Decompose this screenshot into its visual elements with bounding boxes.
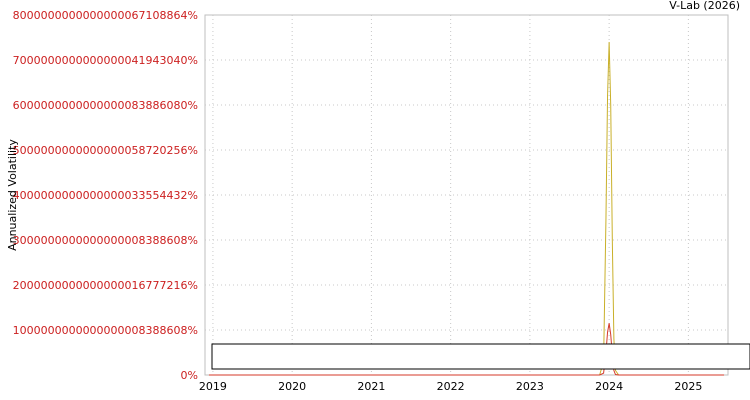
y-tick-label: 2000000000000000016777216% [13,279,198,292]
y-tick-label: 0% [181,369,198,382]
series-layer [208,41,725,376]
x-tick-label: 2022 [437,380,465,393]
x-tick-label: 2021 [357,380,385,393]
y-tick-label: 5000000000000000058720256% [13,144,198,157]
y-tick-label: 7000000000000000041943040% [13,54,198,67]
x-tick-label: 2020 [278,380,306,393]
y-tick-label: 3000000000000000008388608% [13,234,198,247]
y-tick-label: 8000000000000000067108864% [13,9,198,22]
x-tick-label: 2025 [674,380,702,393]
y-tick-label: 1000000000000000008388608% [13,324,198,337]
x-tick-label: 2024 [595,380,623,393]
chart-credit: V-Lab (2026) [669,0,740,12]
series-line-0 [208,41,725,376]
x-axis-ticks: 2019 2020 2021 2022 2023 2024 2025 [199,380,702,393]
grid-lines [205,15,728,375]
y-axis-label: Annualized Volatility [6,139,19,251]
legend-box [211,343,750,370]
y-tick-label: 6000000000000000083886080% [13,99,198,112]
series-line-1 [208,323,725,376]
x-tick-label: 2023 [516,380,544,393]
x-tick-label: 2019 [199,380,227,393]
y-tick-label: 4000000000000000033554432% [13,189,198,202]
y-axis-ticks: 0% 1000000000000000008388608% 200000000000… [13,9,198,382]
